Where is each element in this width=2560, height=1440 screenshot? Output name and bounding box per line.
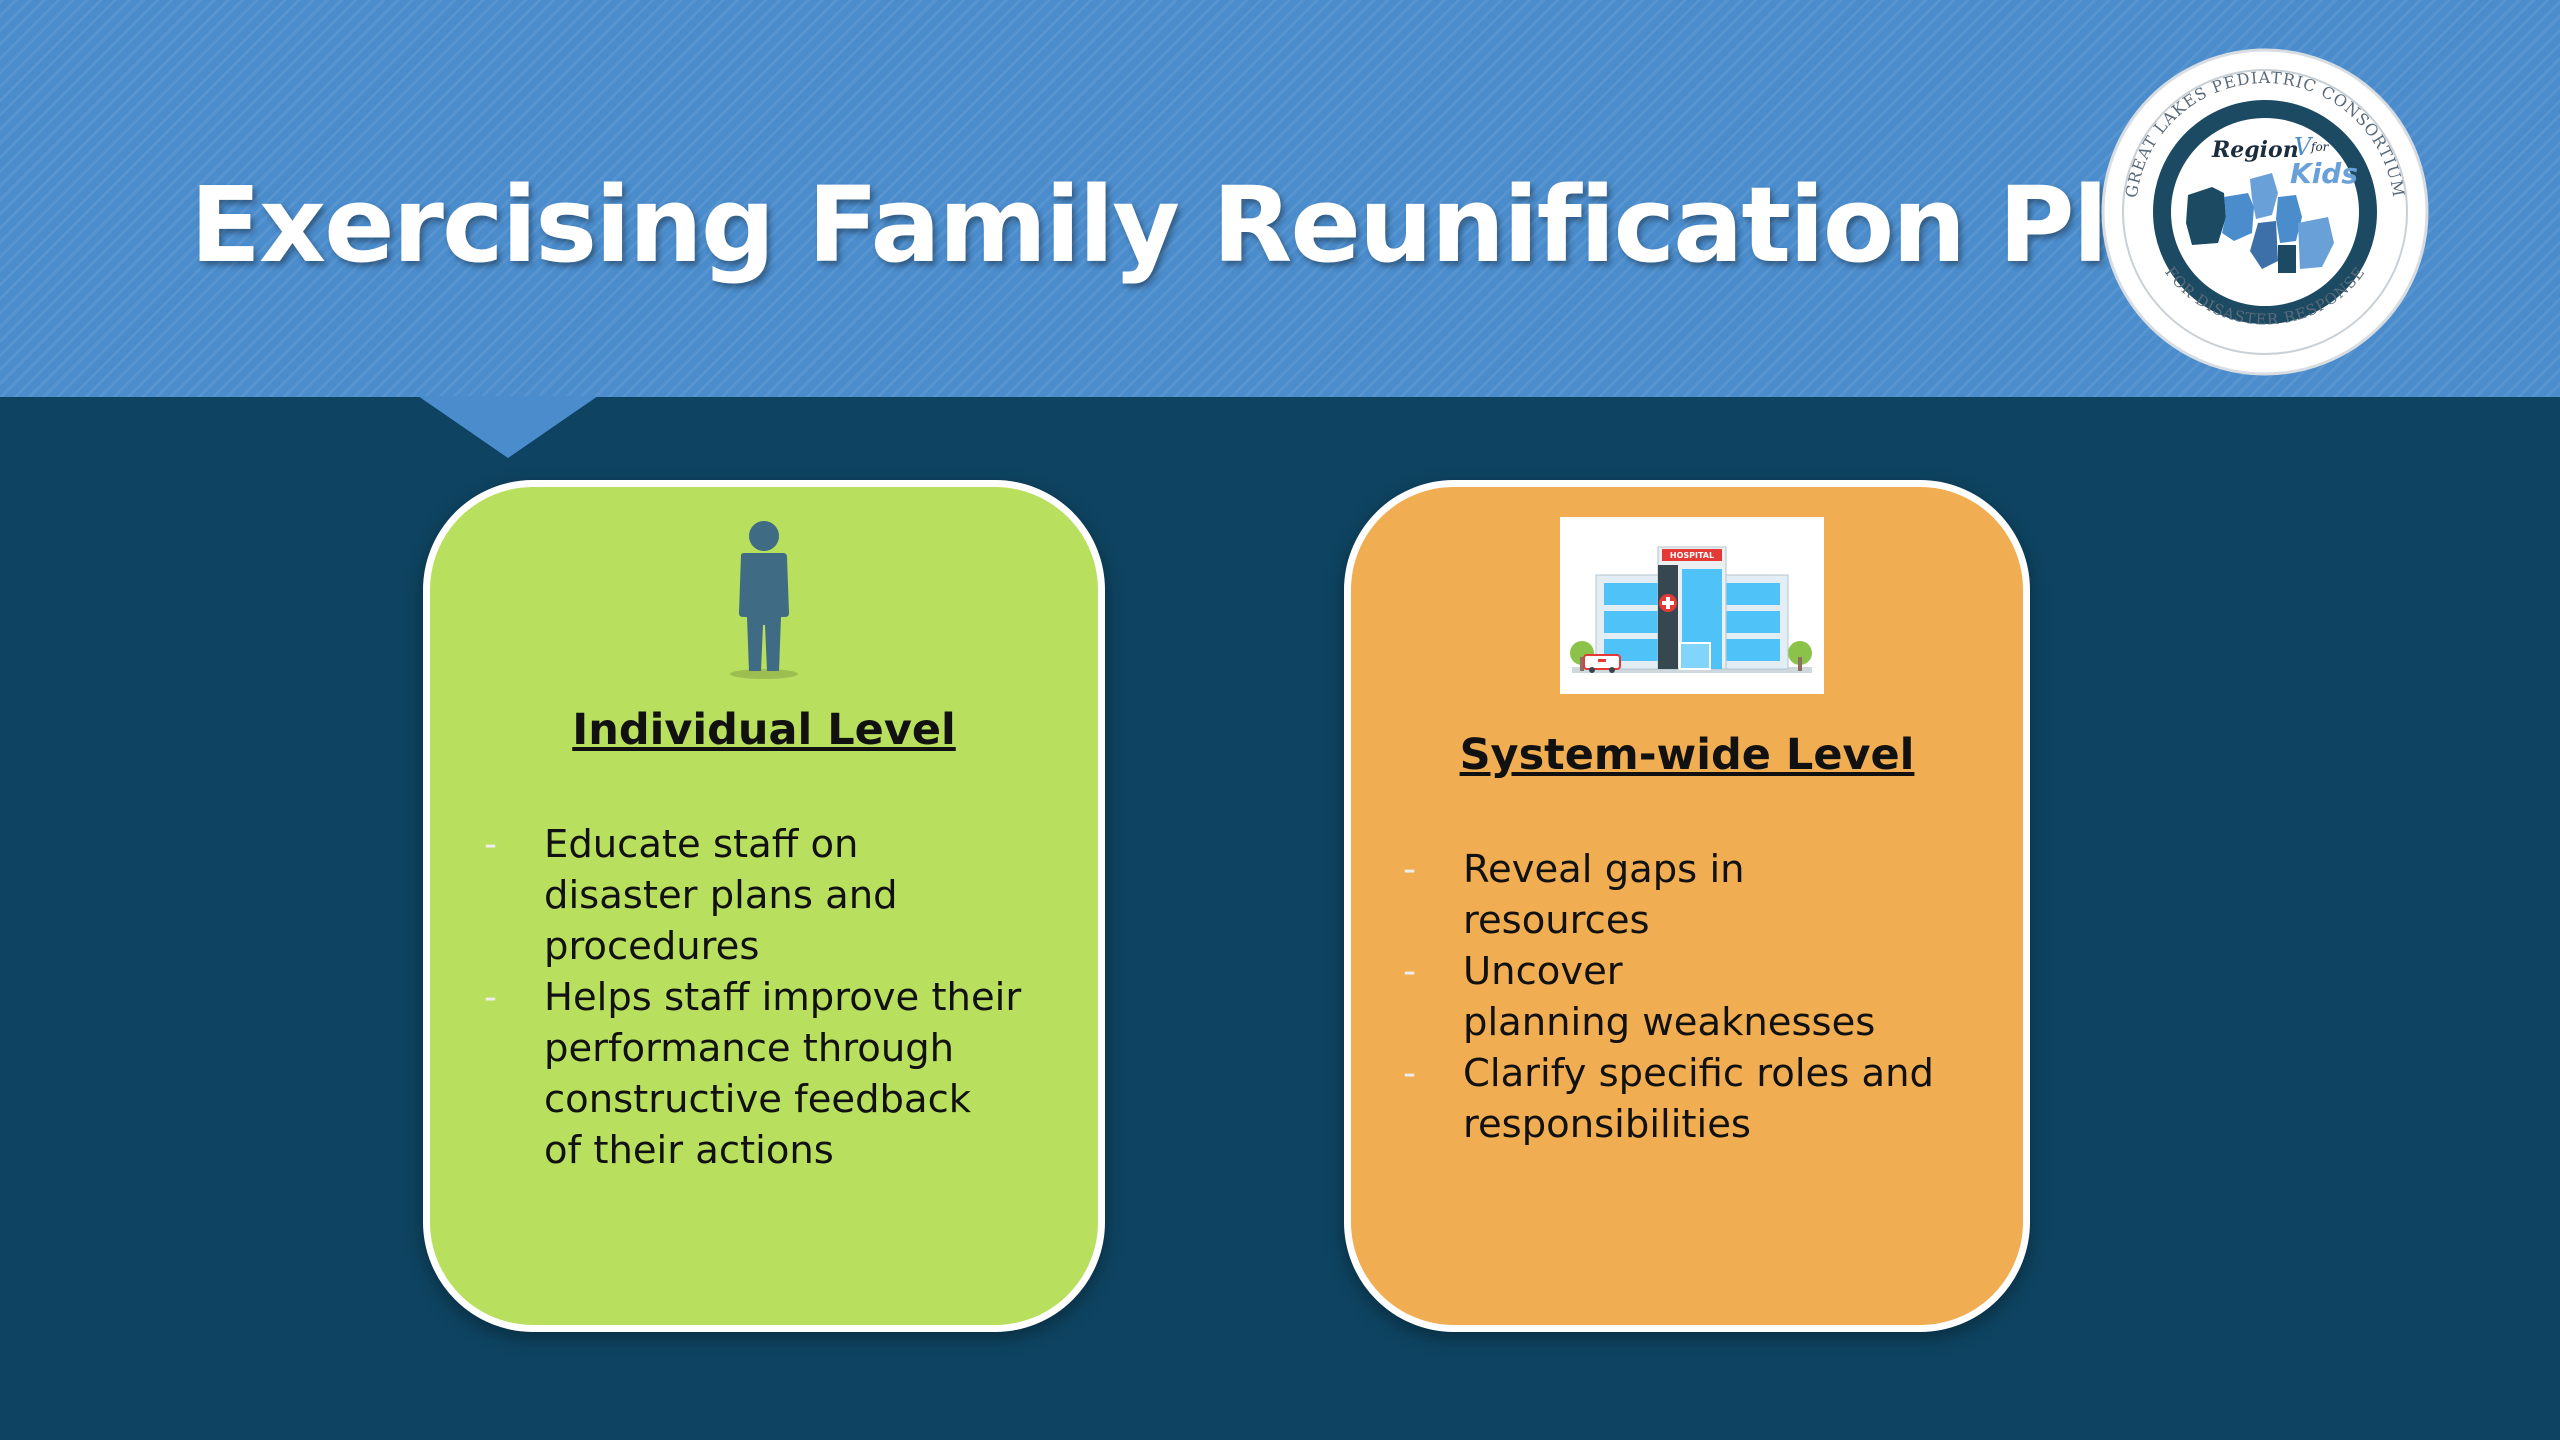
individual-level-card: Individual Level - Educate staff on disa… <box>423 480 1105 1332</box>
bullet-line: procedures <box>544 924 760 969</box>
bullet-line: constructive feedback <box>544 1077 972 1122</box>
bullet-line: Helps staff improve their <box>544 975 1022 1020</box>
bullet-line: Uncover <box>1463 949 1623 994</box>
bullet-item: - Reveal gaps in resources <box>1403 844 2023 946</box>
bullet-line: Educate staff on <box>544 822 859 867</box>
bullet-item: - Helps staff improve their performance … <box>484 972 1104 1176</box>
individual-level-heading: Individual Level <box>572 705 956 755</box>
system-wide-level-card: HOSPITAL System-wide Level - Reveal gaps… <box>1344 480 2030 1332</box>
bullet-line: performance through <box>544 1026 955 1071</box>
bullet-item: - Educate staff on disaster plans and pr… <box>484 819 1104 972</box>
bullet-item: - Clarify specific roles and responsibil… <box>1403 1048 2023 1150</box>
great-lakes-map-icon <box>2186 173 2334 273</box>
hospital-sign-text: HOSPITAL <box>1670 551 1714 560</box>
bullet-dash: - <box>484 977 497 1018</box>
hospital-icon: HOSPITAL <box>1560 517 1824 694</box>
bullet-line: responsibilities <box>1463 1102 1751 1147</box>
logo-roman-numeral: V <box>2294 133 2314 161</box>
logo-for-text: for <box>2310 140 2330 154</box>
system-wide-level-heading: System-wide Level <box>1459 730 1915 780</box>
logo-kids-text: Kids <box>2290 157 2358 190</box>
slide-title: Exercising Family Reunification Plans <box>190 164 2308 286</box>
region-v-for-kids-logo: GREAT LAKES PEDIATRIC CONSORTIUM FOR DIS… <box>2101 48 2429 376</box>
logo-region-text: Region <box>2211 137 2299 163</box>
person-icon <box>730 521 798 679</box>
bullet-line: Reveal gaps in <box>1463 847 1745 892</box>
system-wide-level-bullets: - Reveal gaps in resources - Uncover pla… <box>1403 844 2023 1150</box>
bullet-dash: - <box>1403 1053 1416 1094</box>
bullet-dash: - <box>484 824 497 865</box>
bullet-dash: - <box>1403 951 1416 992</box>
bullet-line: of their actions <box>544 1128 834 1173</box>
bullet-line: Clarify specific roles and <box>1463 1051 1934 1096</box>
bullet-line: disaster plans and <box>544 873 898 918</box>
individual-level-bullets: - Educate staff on disaster plans and pr… <box>484 819 1104 1176</box>
bullet-dash: - <box>1403 849 1416 890</box>
bullet-item: - Uncover planning weaknesses <box>1403 946 2023 1048</box>
banner-pointer <box>418 396 598 458</box>
bullet-line: planning weaknesses <box>1463 1000 1876 1045</box>
bullet-line: resources <box>1463 898 1650 943</box>
